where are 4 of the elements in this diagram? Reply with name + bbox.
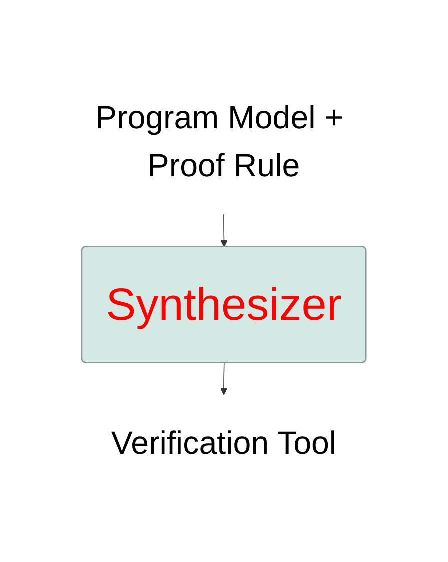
node-text: Verification Tool [111, 426, 337, 462]
node-text: Program Model + Proof Rule [95, 100, 344, 184]
arrow [220, 214, 228, 248]
arrow [220, 363, 228, 396]
